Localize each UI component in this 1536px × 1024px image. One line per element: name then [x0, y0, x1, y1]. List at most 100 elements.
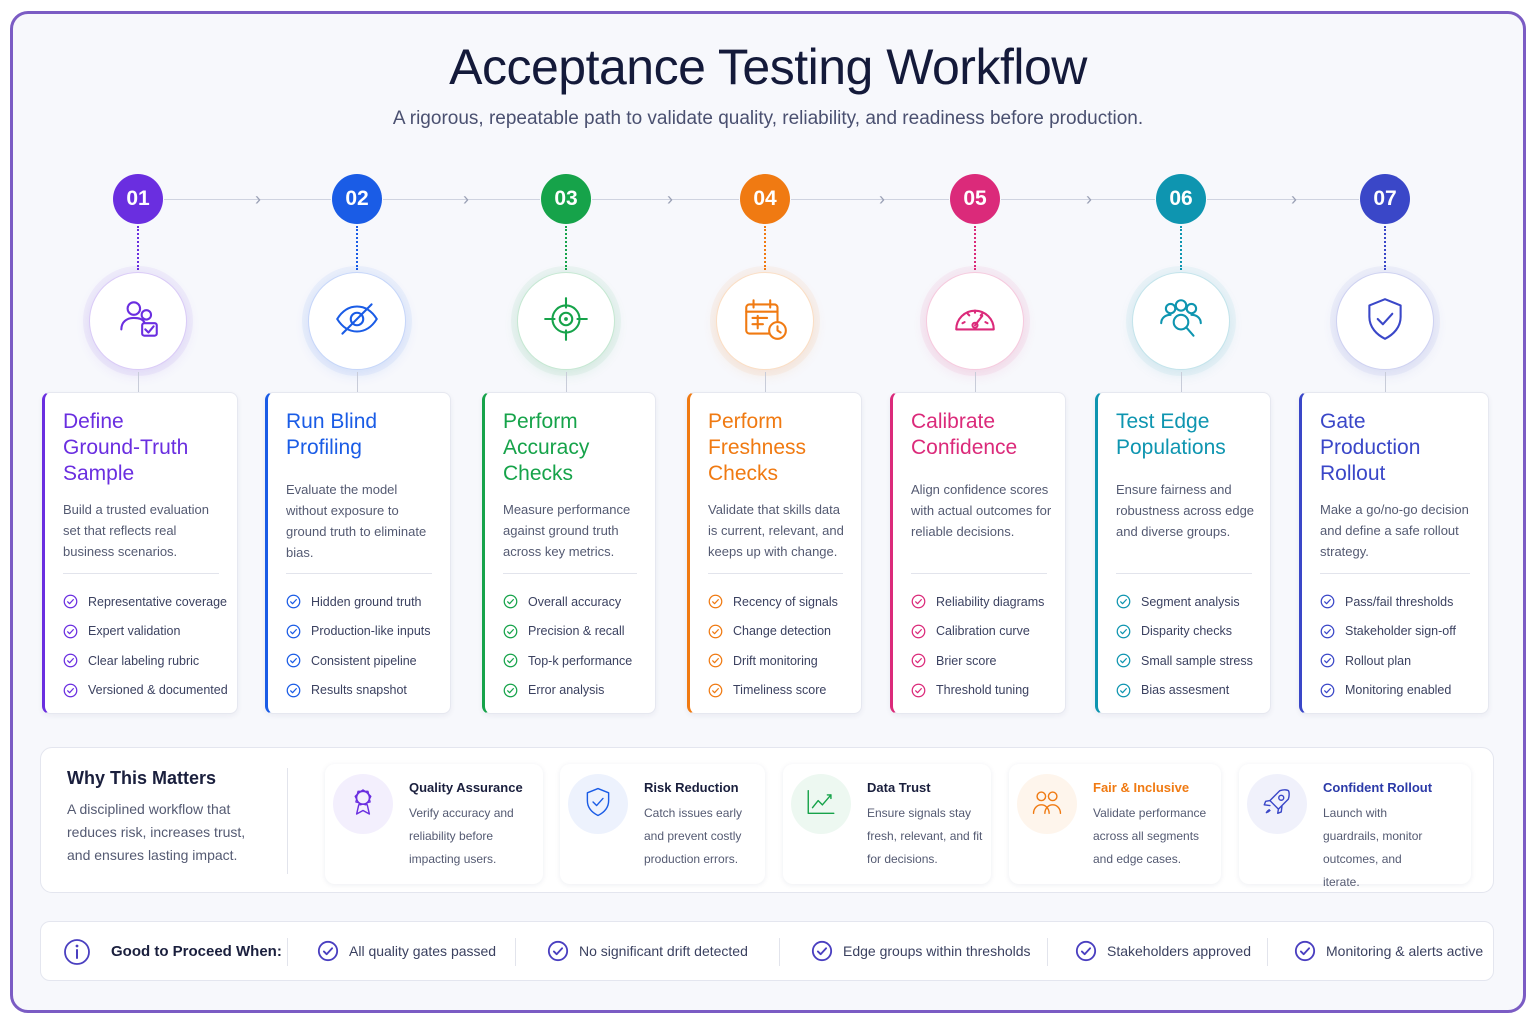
checklist-item-label: Production-like inputs	[311, 624, 431, 639]
step-title-line: Gate	[1320, 410, 1366, 433]
checklist-item: Consistent pipeline	[286, 646, 431, 676]
step-checklist: Representative coverage Expert validatio…	[63, 587, 228, 705]
eye-off-icon	[332, 294, 382, 349]
checklist-item-label: Results snapshot	[311, 683, 407, 698]
checklist-item-label: Clear labeling rubric	[88, 653, 200, 668]
step-stub-line	[357, 372, 358, 392]
check-circle-icon	[503, 653, 518, 668]
checklist-item-label: Consistent pipeline	[311, 653, 417, 668]
checklist-item-label: Monitoring enabled	[1345, 683, 1452, 698]
checklist-item: Clear labeling rubric	[63, 646, 228, 676]
check-circle-icon	[286, 594, 301, 609]
check-circle-icon	[547, 940, 569, 962]
check-circle-icon	[911, 683, 926, 698]
connector-line	[1207, 199, 1359, 200]
proceed-divider	[779, 938, 780, 966]
checklist-item: Calibration curve	[911, 617, 1044, 647]
benefit-text: Ensure signals stay fresh, relevant, and…	[867, 806, 983, 866]
checklist-item: Rollout plan	[1320, 646, 1456, 676]
step-title-line: Accuracy	[503, 436, 590, 459]
step-icon-circle	[1132, 272, 1230, 370]
step-number-badge: 01	[113, 174, 163, 224]
step-connector	[974, 226, 976, 270]
connector-line	[1001, 199, 1155, 200]
check-circle-icon	[63, 624, 78, 639]
proceed-criterion-label: Stakeholders approved	[1107, 943, 1251, 959]
check-circle-icon	[708, 653, 723, 668]
step-title-line: Perform	[708, 410, 783, 433]
checklist-item-label: Pass/fail thresholds	[1345, 594, 1454, 609]
checklist-item: Recency of signals	[708, 587, 838, 617]
chevron-right-icon: ›	[1291, 189, 1297, 209]
benefit-title: Risk Reduction	[644, 780, 739, 795]
proceed-criterion: All quality gates passed	[317, 940, 496, 962]
info-icon	[64, 939, 90, 965]
check-circle-icon	[1116, 624, 1131, 639]
page-title: Acceptance Testing Workflow	[449, 39, 1087, 95]
chevron-right-icon: ›	[879, 189, 885, 209]
step-number-badge: 06	[1156, 174, 1206, 224]
step-title-line: Run Blind	[286, 410, 378, 433]
checklist-item-label: Timeliness score	[733, 683, 827, 698]
step-title-line: Checks	[503, 462, 574, 485]
checklist-item: Threshold tuning	[911, 676, 1044, 706]
checklist-item-label: Rollout plan	[1345, 653, 1412, 668]
step-stub-line	[975, 372, 976, 392]
step-checklist: Hidden ground truth Production-like inpu…	[286, 587, 431, 705]
checklist-item: Representative coverage	[63, 587, 228, 617]
checklist-item: Stakeholder sign-off	[1320, 617, 1456, 647]
step-checklist: Pass/fail thresholds Stakeholder sign-of…	[1320, 587, 1456, 705]
check-circle-icon	[286, 653, 301, 668]
proceed-criterion: Monitoring & alerts active	[1294, 940, 1483, 962]
check-circle-icon	[1320, 624, 1335, 639]
proceed-criterion: No significant drift detected	[547, 940, 748, 962]
checklist-item-label: Reliability diagrams	[936, 594, 1045, 609]
checklist-item: Change detection	[708, 617, 838, 647]
step-title-line: Checks	[708, 462, 779, 485]
check-circle-icon	[1116, 653, 1131, 668]
check-circle-icon	[63, 683, 78, 698]
calendar-clock-icon	[740, 294, 790, 349]
check-circle-icon	[911, 653, 926, 668]
proceed-criterion-label: Edge groups within thresholds	[843, 943, 1031, 959]
check-circle-icon	[503, 683, 518, 698]
proceed-divider	[1047, 938, 1048, 966]
benefit-card: Fair & Inclusive Validate performance ac…	[1009, 764, 1221, 884]
gauge-icon	[950, 294, 1000, 349]
step-checklist: Segment analysis Disparity checks Small …	[1116, 587, 1253, 705]
check-circle-icon	[911, 624, 926, 639]
step-stub-line	[765, 372, 766, 392]
check-circle-icon	[1320, 683, 1335, 698]
benefit-title: Data Trust	[867, 780, 931, 795]
proceed-criterion-label: No significant drift detected	[579, 943, 748, 959]
step-description: Validate that skills data is current, re…	[708, 502, 844, 559]
connector-line	[164, 199, 331, 200]
check-circle-icon	[286, 624, 301, 639]
checklist-item-label: Hidden ground truth	[311, 594, 422, 609]
checklist-item-label: Segment analysis	[1141, 594, 1240, 609]
step-title-line: Populations	[1116, 436, 1226, 459]
checklist-item: Expert validation	[63, 617, 228, 647]
benefit-title: Confident Rollout	[1323, 780, 1433, 795]
proceed-criterion-label: All quality gates passed	[349, 943, 497, 959]
step-icon-circle	[517, 272, 615, 370]
checklist-item: Pass/fail thresholds	[1320, 587, 1456, 617]
benefit-icon-circle	[1017, 774, 1077, 834]
check-circle-icon	[63, 594, 78, 609]
benefit-text: Launch with guardrails, monitor outcomes…	[1323, 806, 1423, 889]
checklist-item-label: Drift monitoring	[733, 653, 818, 668]
check-circle-icon	[811, 940, 833, 962]
checklist-item-label: Recency of signals	[733, 594, 838, 609]
card-divider	[1320, 573, 1470, 574]
checklist-item-label: Threshold tuning	[936, 683, 1030, 698]
checklist-item: Results snapshot	[286, 676, 431, 706]
